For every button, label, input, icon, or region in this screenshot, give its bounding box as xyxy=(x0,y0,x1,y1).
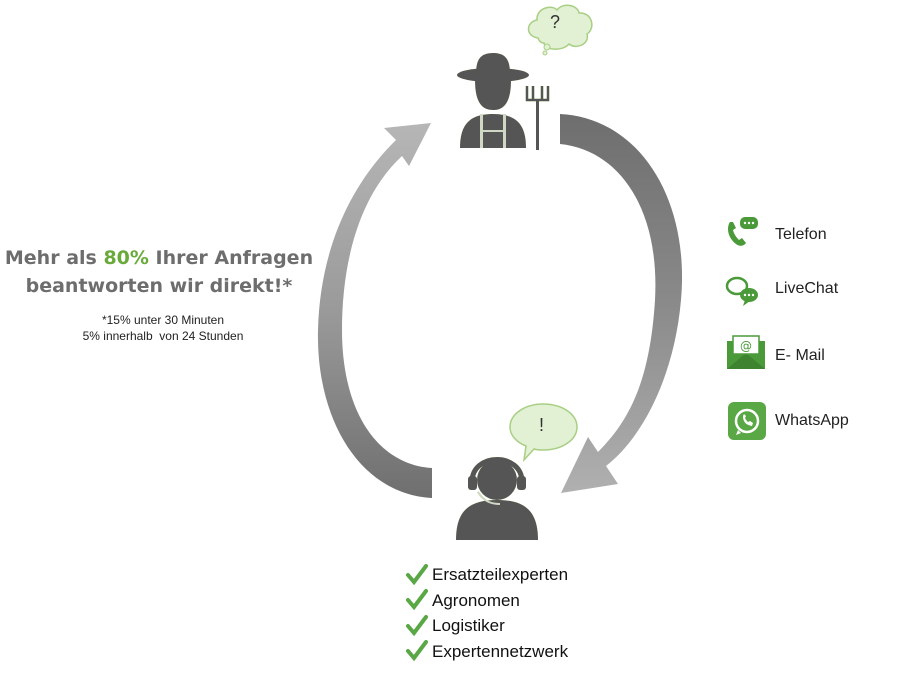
list-item: Expertennetzwerk xyxy=(432,641,569,661)
headline-line2: beantworten wir direkt!* xyxy=(25,275,293,297)
check-icon xyxy=(406,615,428,637)
check-icon xyxy=(406,640,428,662)
footnotes: *15% unter 30 Minuten 5% innerhalb von 2… xyxy=(0,312,326,344)
list-item: Agronomen xyxy=(432,590,520,610)
footnote-line: *15% unter 30 Minuten xyxy=(101,313,225,327)
whatsapp-icon xyxy=(728,402,766,440)
question-thought-bubble xyxy=(527,4,593,56)
channel-whatsapp-label: WhatsApp xyxy=(775,412,849,429)
check-icon-list xyxy=(406,564,428,662)
svg-text:@: @ xyxy=(740,339,752,353)
list-item: Logistiker xyxy=(432,616,505,635)
arrow-right-curve xyxy=(560,114,683,493)
footnote-line: 5% innerhalb von 24 Stunden xyxy=(82,329,244,343)
exclamation-mark-text: ! xyxy=(539,415,545,435)
chat-bubbles-icon xyxy=(725,276,758,306)
question-mark-text: ? xyxy=(550,12,561,32)
channel-livechat-label: LiveChat xyxy=(775,280,839,297)
phone-chat-icon xyxy=(728,217,758,246)
check-icon xyxy=(406,589,428,611)
farmer-icon xyxy=(457,53,550,150)
envelope-at-icon: @ xyxy=(727,335,765,369)
arrow-left-curve xyxy=(317,123,432,498)
channel-telefon-label: Telefon xyxy=(775,226,827,243)
headline-suffix: Ihrer Anfragen xyxy=(148,247,314,269)
list-item: Ersatzteilexperten xyxy=(432,565,569,584)
exclamation-speech-bubble xyxy=(509,403,578,463)
headline-highlight: 80% xyxy=(103,247,149,269)
check-icon xyxy=(406,564,428,586)
qualification-list: Ersatzteilexperten Agronomen Logistiker … xyxy=(432,564,568,666)
channel-email-label: E- Mail xyxy=(775,347,825,364)
headline-prefix: Mehr als xyxy=(4,247,104,269)
support-agent-icon xyxy=(456,457,538,540)
headline: Mehr als 80% Ihrer Anfragen beantworten … xyxy=(0,244,318,300)
